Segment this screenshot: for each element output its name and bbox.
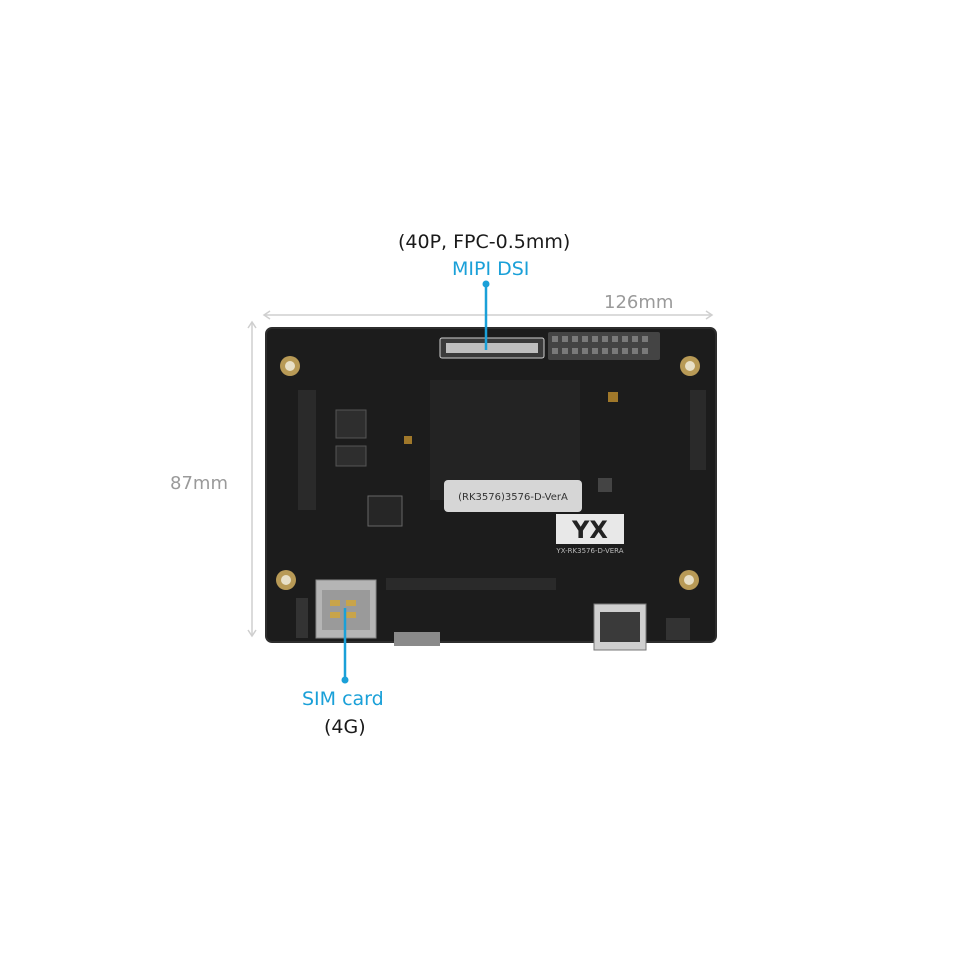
pcb-board: (RK3576)3576-D-VerA YX YX-RK3576-D-VERA — [265, 327, 717, 651]
pin-header-pins — [552, 336, 648, 354]
usb-port — [593, 603, 647, 651]
board-model-text: YX-RK3576-D-VERA — [555, 547, 623, 555]
sim-title-label: SIM card — [302, 688, 384, 710]
mounting-hole — [680, 356, 700, 376]
height-dimension-line — [247, 320, 257, 638]
hdmi-port — [394, 632, 440, 646]
sim-spec-label: (4G) — [324, 716, 366, 738]
fpc-connector — [439, 337, 545, 359]
height-dimension-label: 87mm — [170, 473, 228, 494]
mipi-spec-label: (40P, FPC-0.5mm) — [398, 231, 571, 253]
mounting-hole — [276, 570, 296, 590]
sim-annotation-pointer — [341, 608, 349, 684]
mounting-hole — [679, 570, 699, 590]
board-logo: YX — [571, 516, 608, 544]
chip-label-text: (RK3576)3576-D-VerA — [458, 492, 568, 503]
mounting-hole — [280, 356, 300, 376]
width-dimension-label: 126mm — [604, 292, 674, 313]
mipi-title-label: MIPI DSI — [452, 258, 530, 280]
width-dimension-line — [262, 310, 714, 320]
logo-box — [556, 514, 624, 544]
chip-label-sticker — [444, 480, 582, 512]
mipi-annotation-pointer — [482, 280, 490, 350]
